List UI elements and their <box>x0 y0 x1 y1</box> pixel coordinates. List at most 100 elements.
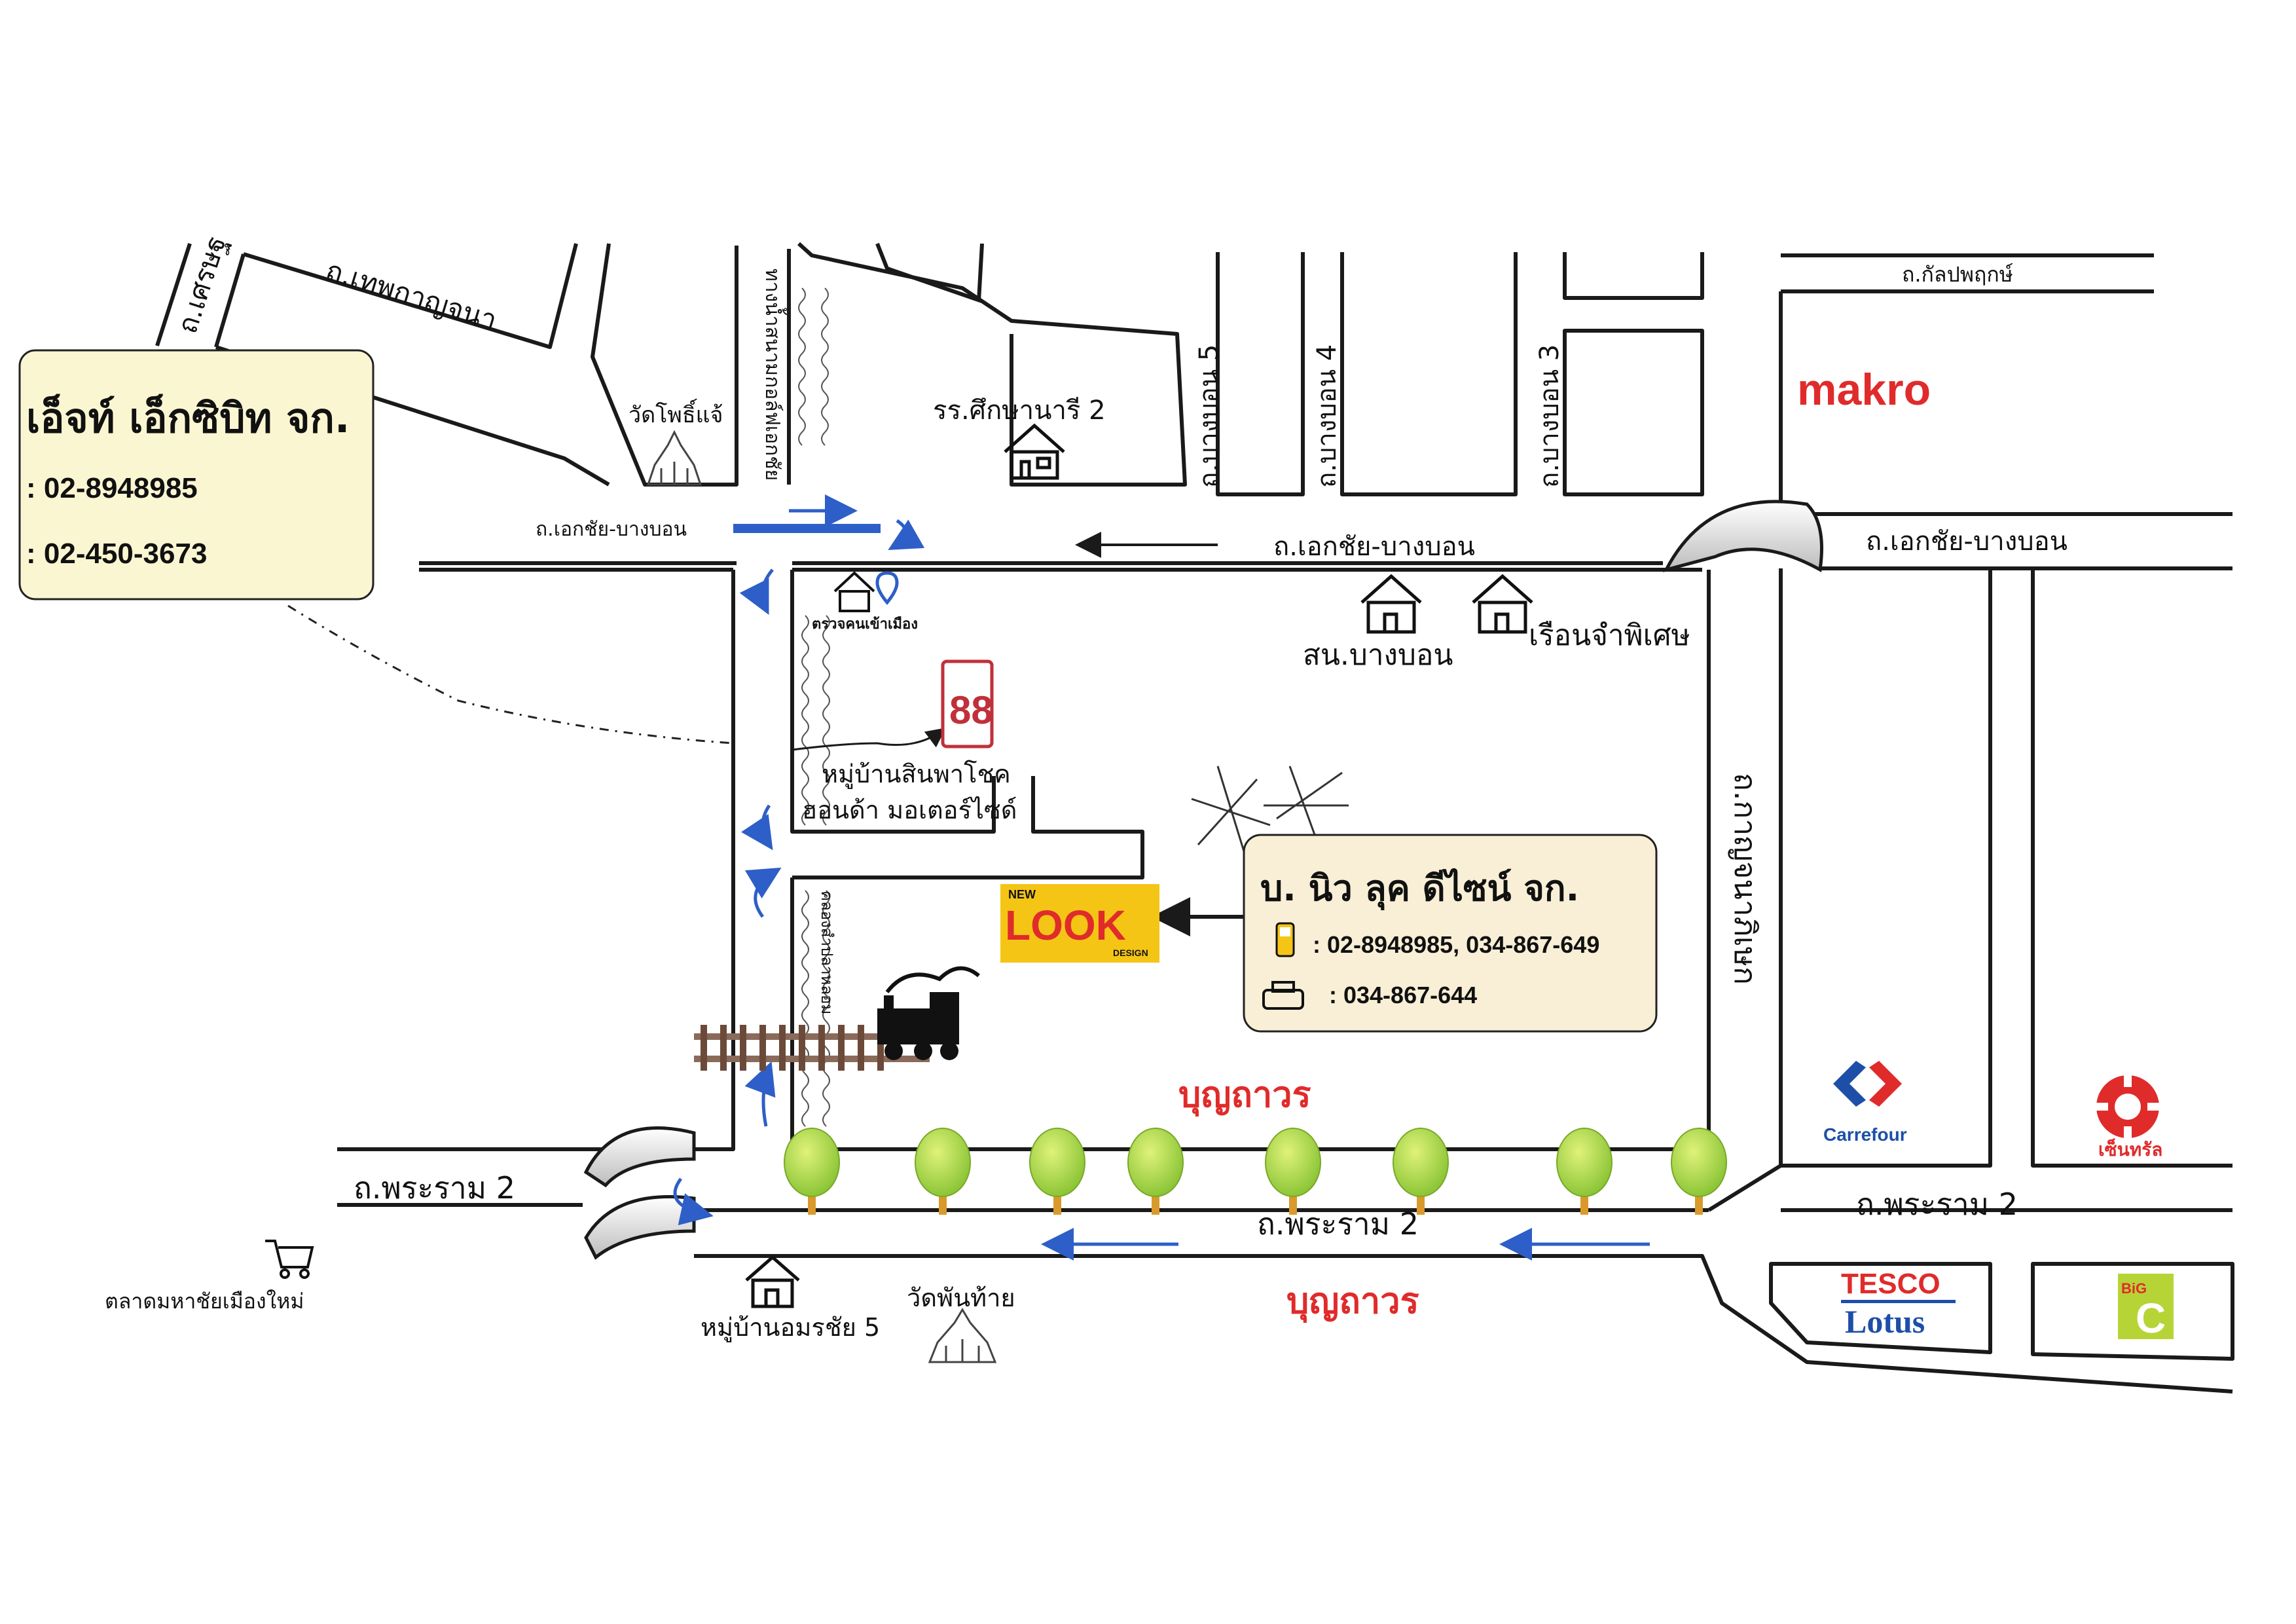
road-bigc-block <box>2031 1262 2234 1361</box>
svg-text:TESCO: TESCO <box>1841 1268 1941 1300</box>
label-market: ตลาดมหาชัยเมืองใหม่ <box>105 1289 304 1314</box>
arrow-rama2-uturn <box>673 1177 714 1226</box>
info-box-left-fax: : 02-450-3673 <box>26 538 207 570</box>
info-box-left-title: เอ็จท์ เอ็กซิบิท จก. <box>26 394 350 442</box>
road-bangbon4-block <box>1340 252 1518 496</box>
arrow-soi-mid <box>741 804 773 851</box>
new-look-logo: NEW LOOK DESIGN <box>1000 884 1159 963</box>
label-road-thep: ถ.เทพกาญจนา <box>322 254 501 337</box>
tree-icon <box>1393 1128 1449 1215</box>
label-road-kanchanaphisek: ถ.กาญจนาภิเษก <box>1728 773 1763 985</box>
svg-text:LOOK: LOOK <box>1005 902 1126 949</box>
road-wat-block <box>591 243 738 487</box>
canal-waves-mid-b <box>822 615 830 826</box>
road-kanchana-main <box>1707 1164 2232 1212</box>
road-bangbon3-top <box>1563 252 1704 300</box>
bridge-rama2 <box>583 1126 696 1260</box>
place-labels: วัดโพธิ์แจ้ รร.ศึกษานารี 2 ตรวจคนเข้าเมื… <box>105 396 1690 1342</box>
central-logo <box>2088 1067 2167 1146</box>
tree-icon <box>1671 1128 1727 1215</box>
label-road-rama2-mid: ถ.พระราม 2 <box>1257 1206 1419 1242</box>
info-box-left-tel: : 02-8948985 <box>26 472 198 504</box>
label-bunthavorn-top: บุญถาวร <box>1178 1074 1311 1117</box>
tree-icon <box>1029 1128 1085 1215</box>
makro-logo: makro <box>1797 365 1931 415</box>
svg-text:NEW: NEW <box>1008 888 1036 901</box>
svg-text:BiG: BiG <box>2121 1280 2147 1297</box>
canal-waves-low <box>801 890 809 1127</box>
arrow-soi-up <box>744 867 782 918</box>
label-road-rama2-left: ถ.พระราม 2 <box>354 1170 515 1206</box>
road-labels: ถ.เศรษฐ ถ.เทพกาญจนา ถ.เอกชัย-บางบอน ถ.เอ… <box>171 232 2068 1242</box>
tree-row <box>784 1128 1727 1215</box>
arrow-soi-down <box>739 568 774 615</box>
label-road-bangbon4: ถ.บางบอน 4 <box>1312 344 1342 488</box>
carrefour-logo <box>1833 1061 1902 1107</box>
info-box-right-title: บ. นิว ลุค ดีไซน์ จก. <box>1260 868 1579 911</box>
svg-text:Lotus: Lotus <box>1845 1303 1925 1340</box>
road-network <box>155 242 2234 1393</box>
label-road-bangbon3: ถ.บางบอน 3 <box>1535 344 1565 488</box>
traffic-arrows <box>673 494 1650 1261</box>
svg-text:C: C <box>2136 1295 2166 1342</box>
house-icon-village-amorn <box>745 1255 800 1308</box>
canal-waves-mid <box>801 615 809 826</box>
info-box-right: บ. นิว ลุค ดีไซน์ จก. : 02-8948985, 034-… <box>1243 834 1658 1033</box>
label-road-ekkachai-left: ถ.เอกชัย-บางบอน <box>536 518 687 541</box>
road-soi-block <box>792 776 1144 879</box>
road-rama2-bottom <box>694 1254 2233 1393</box>
svg-text:DESIGN: DESIGN <box>1113 948 1148 958</box>
road-soi-vertical-b <box>790 570 996 834</box>
road-kanchana-left <box>1779 568 1992 1168</box>
label-wat-phanthai: วัดพันท้าย <box>907 1283 1015 1312</box>
label-school: รร.ศึกษานารี 2 <box>933 396 1106 426</box>
road-kanchana-right <box>2031 568 2232 1168</box>
phone-icon <box>1275 922 1295 957</box>
label-road-ekkachai-right: ถ.เอกชัย-บางบอน <box>1866 526 2068 557</box>
railway-sleepers <box>701 1025 884 1071</box>
label-village-sinpha: หมู่บ้านสินพาโชค <box>822 760 1011 789</box>
tree-icon <box>915 1128 971 1215</box>
power-pylon-icon <box>1191 766 1349 852</box>
label-honda: ฮอนด้า มอเตอร์ไซด์ <box>802 796 1017 824</box>
fax-icon <box>1262 981 1304 1010</box>
canal-waves-low-b <box>822 890 830 1127</box>
tree-icon <box>1127 1128 1184 1215</box>
tree-icon <box>1556 1128 1613 1215</box>
svg-text:88: 88 <box>949 688 993 732</box>
temple-icon-wat-pho <box>646 430 702 486</box>
info-box-right-fax: : 034-867-644 <box>1329 982 1477 1008</box>
info-box-right-tel: : 02-8948985, 034-867-649 <box>1313 931 1599 958</box>
road-sri-edge-a <box>155 243 192 346</box>
railway <box>694 966 980 1071</box>
sign-88: 88 <box>941 659 994 748</box>
label-road-kanlapa: ถ.กัลปพฤกษ์ <box>1902 262 2013 287</box>
dashed-connector <box>287 604 734 745</box>
house-icon-school <box>1004 423 1065 480</box>
bigc-logo: BiG C <box>2118 1274 2174 1342</box>
tree-icon <box>1265 1128 1321 1215</box>
location-pin-icon <box>875 571 899 605</box>
house-icon-prison <box>1472 574 1533 634</box>
road-bangbon3-block <box>1563 329 1704 496</box>
canal <box>798 287 830 1127</box>
label-canal-top: ทางน้ำสนามกอล์ฟเอกชัย <box>761 268 787 481</box>
info-box-left: เอ็จท์ เอ็กซิบิท จก. : 02-8948985 : 02-4… <box>18 349 374 600</box>
label-prison: เรือนจำพิเศษ <box>1529 619 1690 652</box>
arrow-uturn-right <box>888 519 925 550</box>
road-school-block <box>797 242 1187 487</box>
cart-icon <box>265 1240 314 1279</box>
central-label: เซ็นทรัล <box>2098 1138 2162 1160</box>
label-police: สน.บางบอน <box>1303 638 1453 672</box>
tesco-lotus-logo: TESCO Lotus <box>1841 1268 1956 1340</box>
house-icon-police <box>1360 574 1422 634</box>
carrefour-label: Carrefour <box>1823 1124 1907 1145</box>
arrow-soi-low <box>744 1061 776 1127</box>
arrow-village <box>792 728 946 751</box>
label-wat-pho: วัดโพธิ์แจ้ <box>629 398 723 428</box>
canal-waves-top-b <box>821 287 829 446</box>
label-bunthavorn-bottom: บุญถาวร <box>1286 1280 1419 1323</box>
road-sri-edge-b <box>214 253 246 348</box>
road-school-top <box>875 242 983 303</box>
canal-waves-top <box>798 287 806 446</box>
